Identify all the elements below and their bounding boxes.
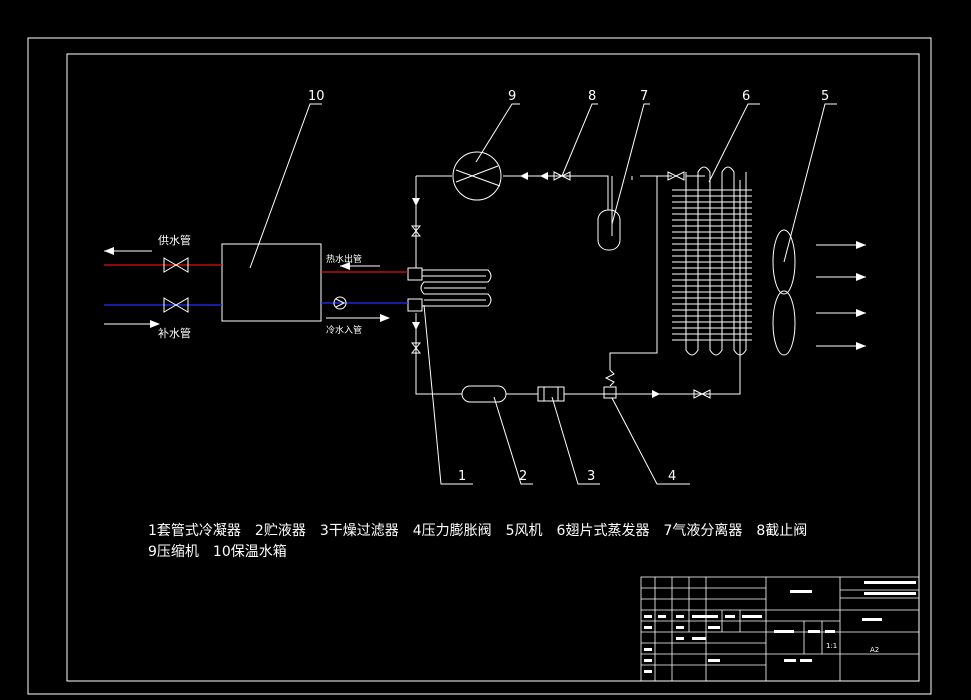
title-block-sheet-size: A2 bbox=[870, 646, 879, 654]
leader-lines bbox=[249, 103, 837, 485]
inner-border bbox=[66, 53, 920, 682]
fan-blade-upper bbox=[772, 229, 796, 295]
airflow-arrows bbox=[816, 244, 866, 347]
separator-pipe bbox=[611, 176, 633, 236]
title-block-text-marks bbox=[644, 581, 916, 673]
callout-9: 9 bbox=[508, 89, 516, 104]
condenser-coil bbox=[420, 269, 492, 307]
compressor-symbol bbox=[455, 165, 501, 187]
expansion-valve bbox=[603, 369, 617, 399]
suction-line bbox=[416, 175, 609, 210]
condenser-inlet-fitting bbox=[407, 267, 423, 281]
callout-1: 1 bbox=[458, 469, 466, 484]
title-block bbox=[640, 576, 920, 682]
compressor bbox=[452, 151, 502, 201]
callout-8: 8 bbox=[588, 89, 596, 104]
expansion-sensing-line bbox=[609, 176, 658, 370]
discharge-valve bbox=[410, 225, 422, 237]
condenser-outlet-fitting bbox=[407, 298, 423, 312]
return-water-valve bbox=[163, 297, 189, 313]
water-pump-symbol bbox=[335, 298, 346, 308]
liquid-valve bbox=[410, 342, 422, 354]
callout-4: 4 bbox=[668, 469, 676, 484]
legend-line-2: 9压缩机 10保温水箱 bbox=[148, 544, 287, 560]
evaporator-fins bbox=[672, 189, 752, 341]
water-tank bbox=[221, 243, 322, 322]
receiver bbox=[461, 385, 507, 403]
supply-water-valve bbox=[163, 257, 189, 273]
flow-arrowheads bbox=[104, 172, 866, 398]
cold-water-inlet-label: 冷水入管 bbox=[326, 324, 362, 336]
evaporator-coil bbox=[685, 166, 747, 356]
filter-drier bbox=[537, 386, 565, 402]
callout-2: 2 bbox=[519, 469, 527, 484]
legend-line-1: 1套管式冷凝器 2贮液器 3干燥过滤器 4压力膨胀阀 5风机 6翅片式蒸发器 7… bbox=[148, 522, 807, 539]
outer-border bbox=[27, 37, 932, 695]
supply-water-pipe-label: 供水管 bbox=[158, 233, 191, 247]
title-block-scale: 1:1 bbox=[826, 642, 837, 650]
fan-blade-lower bbox=[772, 290, 796, 356]
return-water-pipe-label: 补水管 bbox=[158, 326, 191, 340]
callout-10: 10 bbox=[308, 89, 325, 104]
stop-valve bbox=[553, 171, 571, 181]
gas-liquid-separator bbox=[597, 209, 621, 251]
water-pump bbox=[333, 296, 347, 310]
condenser-inner-tube bbox=[422, 275, 486, 301]
liquid-line bbox=[415, 180, 741, 395]
evaporator-outlet-valve bbox=[667, 171, 685, 181]
callout-6: 6 bbox=[742, 89, 750, 104]
hot-water-outlet-label: 热水出管 bbox=[326, 253, 362, 265]
callout-3: 3 bbox=[587, 469, 595, 484]
callout-5: 5 bbox=[821, 89, 829, 104]
callout-7: 7 bbox=[640, 89, 648, 104]
liquid-line-valve bbox=[693, 389, 711, 399]
